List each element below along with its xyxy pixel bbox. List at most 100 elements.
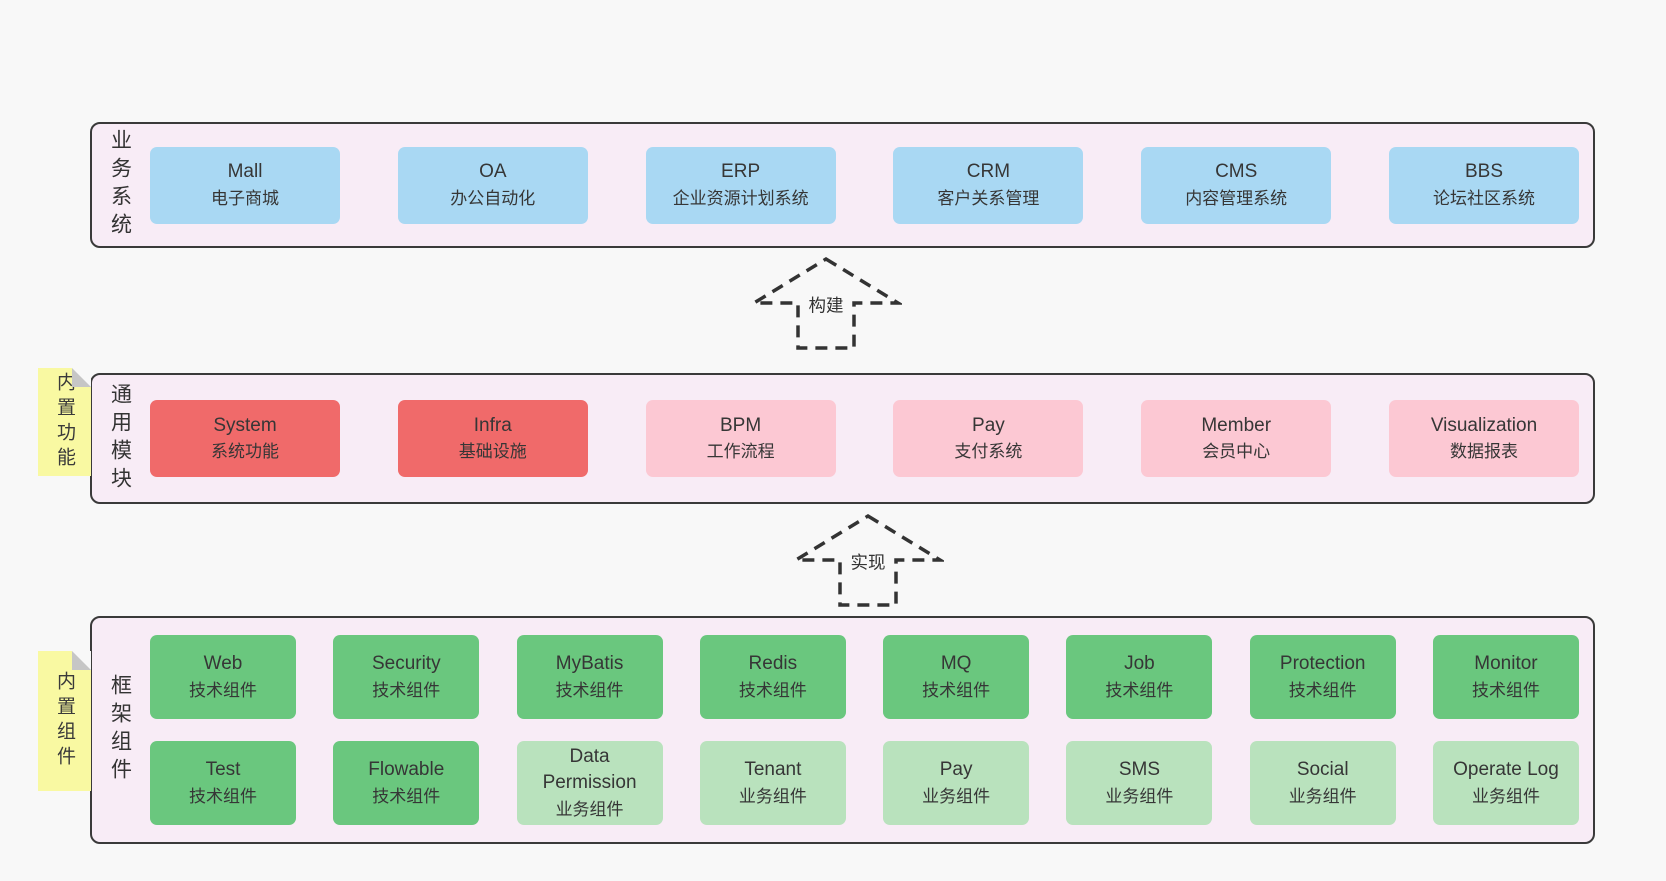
components-row-2: Test 技术组件 Flowable 技术组件 Data Permission … [150,741,1579,825]
note-text: 内置组件 [54,671,75,771]
card-name: MyBatis [555,653,624,675]
card-oa: OA 办公自动化 [397,146,588,224]
card-name: Mall [227,161,263,183]
band-label-business: 业务系统 [108,129,132,241]
band-common-modules: 通用模块 System 系统功能 Infra 基础设施 BPM 工作流程 Pay… [90,373,1595,504]
card-job: Job 技术组件 [1066,635,1213,719]
card-web: Web 技术组件 [150,635,296,719]
card-bpm: BPM 工作流程 [645,400,836,477]
card-name: System [213,414,277,436]
card-cms: CMS 内容管理系统 [1141,146,1332,224]
band-label-column: 业务系统 [92,124,148,246]
card-desc: 基础设施 [458,442,527,462]
band-label-modules: 通用模块 [108,382,132,495]
card-security: Security 技术组件 [333,635,480,719]
card-desc: 技术组件 [922,680,991,700]
card-redis: Redis 技术组件 [699,635,846,719]
band-label-column: 通用模块 [92,375,148,502]
card-desc: 业务组件 [1288,786,1357,806]
card-data-permission: Data Permission 业务组件 [516,741,663,825]
card-desc: 技术组件 [555,680,624,700]
card-monitor: Monitor 技术组件 [1432,635,1579,719]
card-social: Social 业务组件 [1249,741,1396,825]
card-desc: 技术组件 [372,680,441,700]
band-framework-components: 框架组件 Web 技术组件 Security 技术组件 MyBatis 技术组件… [90,616,1595,844]
card-infra: Infra 基础设施 [397,400,588,477]
band-label-components: 框架组件 [108,674,132,786]
card-name: Tenant [744,759,802,781]
card-desc: 技术组件 [189,680,257,700]
card-desc: 业务组件 [922,786,991,806]
card-name: BBS [1464,161,1503,183]
card-desc: 工作流程 [706,442,775,462]
card-desc: 技术组件 [738,680,807,700]
card-desc: 企业资源计划系统 [672,188,809,208]
card-protection: Protection 技术组件 [1249,635,1396,719]
card-system: System 系统功能 [150,400,340,477]
card-test: Test 技术组件 [150,741,296,825]
card-pay-component: Pay 业务组件 [883,741,1030,825]
card-name: SMS [1118,759,1160,781]
card-flowable: Flowable 技术组件 [333,741,480,825]
card-name: MQ [940,653,972,675]
card-name: Protection [1279,653,1366,675]
card-desc: 业务组件 [1105,786,1174,806]
card-name: CRM [966,161,1011,183]
card-mall: Mall 电子商城 [150,146,340,224]
card-name: Job [1124,653,1155,675]
card-name: Visualization [1430,414,1538,436]
card-desc: 支付系统 [954,442,1023,462]
card-name: Data Permission [542,746,637,794]
card-sms: SMS 业务组件 [1066,741,1213,825]
card-desc: 电子商城 [211,188,279,208]
card-visualization: Visualization 数据报表 [1388,400,1579,477]
card-desc: 论坛社区系统 [1432,188,1535,208]
card-name: Redis [748,653,798,675]
card-desc: 数据报表 [1449,442,1518,462]
card-name: Web [203,653,243,675]
note-text: 内置功能 [54,372,75,472]
card-name: Infra [473,414,512,436]
card-desc: 客户关系管理 [937,188,1040,208]
dashed-up-arrow-icon [750,256,902,350]
card-desc: 系统功能 [211,442,279,462]
card-operate-log: Operate Log 业务组件 [1432,741,1579,825]
card-erp: ERP 企业资源计划系统 [645,146,836,224]
folded-corner-icon [72,368,91,387]
arrow-implement-label: 实现 [847,548,889,576]
card-desc: 会员中心 [1202,442,1271,462]
card-desc: 业务组件 [738,786,807,806]
card-desc: 技术组件 [372,786,441,806]
card-desc: 办公自动化 [450,188,536,208]
band-business-content: Mall 电子商城 OA 办公自动化 ERP 企业资源计划系统 CRM 客户关系… [148,124,1593,246]
card-mq: MQ 技术组件 [883,635,1030,719]
band-label-column: 框架组件 [92,618,148,842]
card-desc: 技术组件 [1471,680,1540,700]
card-mybatis: MyBatis 技术组件 [516,635,663,719]
card-desc: 技术组件 [1105,680,1174,700]
card-name: CMS [1215,161,1258,183]
card-name: Test [205,759,241,781]
card-desc: 业务组件 [555,799,624,819]
card-crm: CRM 客户关系管理 [893,146,1084,224]
card-name: ERP [721,161,761,183]
card-name: OA [479,161,507,183]
card-desc: 内容管理系统 [1185,188,1288,208]
card-desc: 业务组件 [1471,786,1540,806]
note-built-in-components: 内置组件 [38,651,91,791]
band-business-systems: 业务系统 Mall 电子商城 OA 办公自动化 ERP 企业资源计划系统 CRM… [90,122,1595,248]
card-name: Security [371,653,441,675]
folded-corner-icon [72,651,91,670]
card-name: Social [1296,759,1349,781]
arrow-build: 构建 [750,255,902,352]
card-name: Pay [939,759,973,781]
card-name: Member [1201,414,1272,436]
arrow-build-label: 构建 [805,291,847,319]
card-desc: 技术组件 [189,786,257,806]
card-member: Member 会员中心 [1141,400,1332,477]
dashed-up-arrow-icon [792,513,944,607]
card-desc: 技术组件 [1288,680,1357,700]
note-built-in-features: 内置功能 [38,368,91,476]
card-pay-module: Pay 支付系统 [893,400,1084,477]
